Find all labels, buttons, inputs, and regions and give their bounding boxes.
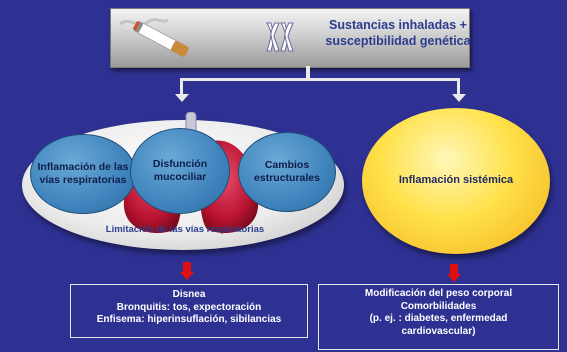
comorbidities-line-1: Modificación del peso corporal <box>364 288 513 299</box>
cigarette-icon <box>115 18 189 57</box>
bubble-structural: Cambios estructurales <box>238 132 336 212</box>
comorbidities-line-4: cardiovascular) <box>401 325 476 337</box>
bubble-airway-inflammation-label: Inflamación de las vías respiratorias <box>37 160 129 186</box>
connector-left-drop <box>180 78 183 96</box>
comorbidities-line-2: Comorbilidades <box>400 300 477 312</box>
arrow-right-head <box>452 94 466 102</box>
symptoms-line-2: Bronquitis: tos, expectoración <box>116 301 262 313</box>
bubble-airway-inflammation: Inflamación de las vías respiratorias <box>30 134 136 214</box>
systemic-inflammation-ellipse: Inflamación sistémica <box>362 108 550 254</box>
symptoms-line-3: Enfisema: hiperinsuflación, sibilancias <box>96 314 282 325</box>
bubble-mucociliary-label: Disfunción mucociliar <box>152 157 208 183</box>
connector-horizontal <box>180 78 460 81</box>
symptoms-line-1: Disnea <box>172 289 206 300</box>
bubble-structural-label: Cambios estructurales <box>254 158 320 184</box>
arrow-down-icon <box>180 272 194 280</box>
comorbidities-line-3: (p. ej. : diabetes, enfermedad <box>369 313 508 324</box>
banner-text: Sustancias inhaladas + susceptibilidad g… <box>325 18 471 48</box>
symptoms-box: Disnea Bronquitis: tos, expectoración En… <box>70 284 308 338</box>
airway-limitation-label: Limitación de las vías respiratorias <box>105 224 265 235</box>
systemic-inflammation-label: Inflamación sistémica <box>398 174 514 187</box>
connector-right-drop <box>457 78 460 96</box>
comorbidities-box: Modificación del peso corporal Comorbili… <box>318 284 559 350</box>
arrow-down-right-stem <box>450 264 458 274</box>
arrow-down-right-icon <box>447 274 461 282</box>
bubble-mucociliary: Disfunción mucociliar <box>130 128 230 214</box>
arrow-down-left-stem <box>183 262 191 272</box>
connector-vertical <box>306 66 310 80</box>
arrow-left-head <box>175 94 189 102</box>
chromosome-icon <box>266 22 294 52</box>
